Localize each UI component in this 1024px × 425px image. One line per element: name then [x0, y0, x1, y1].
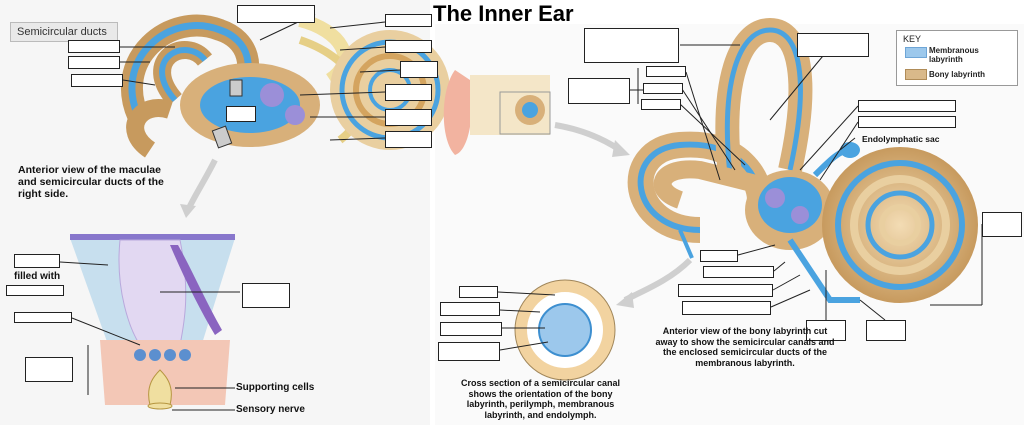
label-blank[interactable]: [385, 109, 432, 126]
label-blank[interactable]: [700, 250, 738, 262]
membranous-swatch: [905, 47, 927, 58]
leader-lines: [59, 13, 983, 411]
label-blank[interactable]: [14, 312, 72, 323]
label-blank[interactable]: [400, 61, 438, 78]
label-blank[interactable]: [682, 301, 771, 315]
label-blank[interactable]: [385, 40, 432, 53]
page-title: The Inner Ear: [433, 1, 574, 26]
key-title: KEY: [903, 34, 922, 44]
label-blank[interactable]: [584, 28, 679, 63]
filled-with-label: filled with: [14, 271, 61, 282]
label-blank[interactable]: [858, 100, 956, 112]
label-blank[interactable]: [703, 266, 774, 278]
label-blank[interactable]: [459, 286, 498, 298]
label-blank[interactable]: [237, 5, 315, 23]
label-blank[interactable]: [641, 99, 681, 110]
label-blank[interactable]: [25, 357, 73, 382]
label-blank[interactable]: [440, 322, 502, 336]
bony-swatch: [905, 69, 927, 80]
label-blank[interactable]: [646, 66, 686, 77]
label-blank[interactable]: [866, 320, 906, 341]
label-blank[interactable]: [226, 106, 256, 122]
label-blank[interactable]: [68, 56, 120, 69]
ear-thumbnail: [443, 70, 551, 155]
label-blank[interactable]: [385, 131, 432, 148]
supporting-cells-label: Supporting cells: [236, 382, 315, 393]
main-caption: Anterior view of the bony labyrinth cut …: [655, 326, 835, 368]
left-caption: Anterior view of the maculae and semicir…: [18, 164, 164, 200]
label-blank[interactable]: [643, 83, 683, 94]
sensory-nerve-label: Sensory nerve: [236, 404, 305, 415]
cross-section-drawing: [514, 279, 616, 381]
bony-labyrinth-drawing: [627, 17, 978, 303]
label-blank[interactable]: [438, 342, 500, 361]
label-blank[interactable]: [385, 84, 432, 101]
label-blank[interactable]: [568, 78, 630, 104]
key-bony-label: Bony labyrinth: [929, 70, 986, 79]
macula-drawing: [70, 234, 235, 410]
cross-section-caption: Cross section of a semicircular canal sh…: [460, 378, 621, 420]
label-blank[interactable]: [858, 116, 956, 128]
label-blank[interactable]: [982, 212, 1022, 237]
label-blank[interactable]: [806, 320, 846, 341]
label-blank[interactable]: [68, 40, 120, 53]
semicircular-ducts-tag: Semicircular ducts: [10, 22, 118, 42]
label-blank[interactable]: [440, 302, 500, 316]
label-blank[interactable]: [242, 283, 290, 308]
endolymphatic-sac-label: Endolymphatic sac: [862, 134, 940, 144]
label-blank[interactable]: [385, 14, 432, 27]
label-blank[interactable]: [6, 285, 64, 296]
label-blank[interactable]: [678, 284, 773, 297]
label-blank[interactable]: [71, 74, 123, 87]
key-membranous-label: Membranous labyrinth: [929, 46, 979, 64]
legend-key: KEY Membranous labyrinth Bony labyrinth: [896, 30, 1018, 86]
label-blank[interactable]: [797, 33, 869, 57]
label-blank[interactable]: [14, 254, 60, 268]
